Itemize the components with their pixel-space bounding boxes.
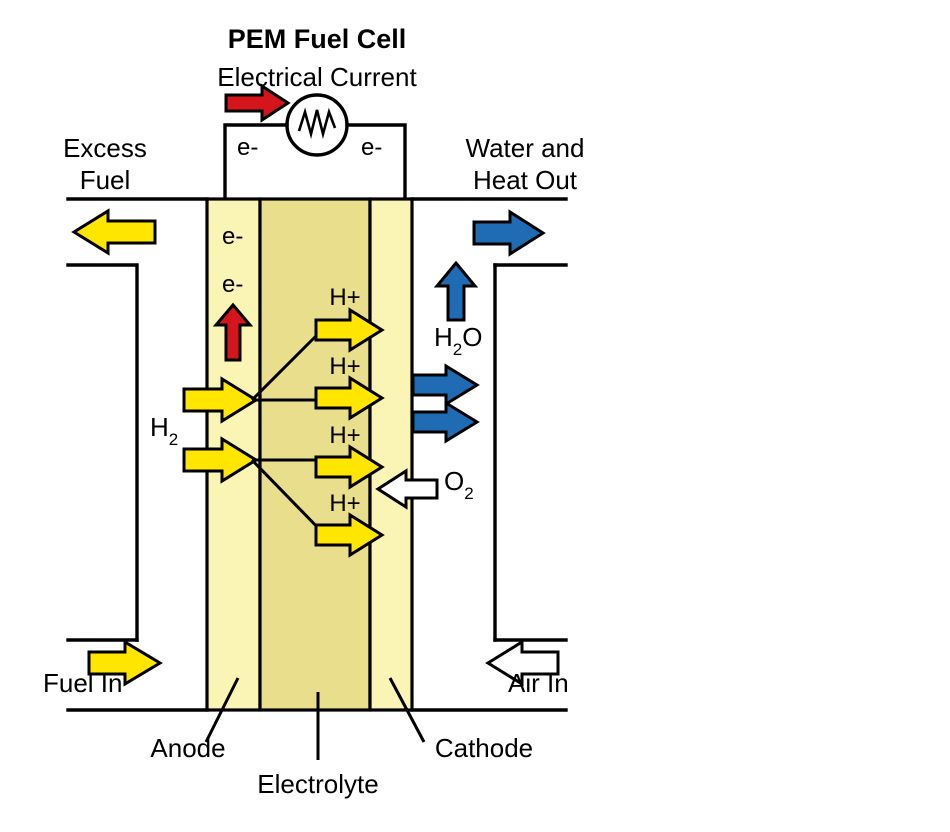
electrical-current-arrow <box>224 83 291 123</box>
anode-leader-line <box>204 677 240 743</box>
external-circuit <box>223 93 407 201</box>
air-channel-lines <box>410 197 568 712</box>
electrolyte-label: Electrolyte <box>257 769 378 799</box>
anode-electron-label-1: e- <box>222 223 243 250</box>
electron-flow-arrow <box>212 302 254 362</box>
proton-label-4: H+ <box>329 490 360 517</box>
water-heat-label-line1: Water and <box>466 133 585 163</box>
electron-label-left: e- <box>237 134 258 161</box>
water-out-arrow-2 <box>411 400 480 444</box>
water-out-arrow-1 <box>411 363 480 407</box>
fuel-channel-lines <box>66 197 209 712</box>
air-in-arrow <box>485 639 560 687</box>
hydrogen-inlet-arrow-1 <box>182 376 259 424</box>
anode-electron-label-2: e- <box>222 271 243 298</box>
electrical-current-label: Electrical Current <box>217 62 417 92</box>
hydrogen-label: H2 <box>150 412 178 449</box>
proton-label-1: H+ <box>329 284 360 311</box>
cathode-label: Cathode <box>435 733 533 763</box>
proton-path-1 <box>250 328 324 402</box>
proton-path-4 <box>250 458 327 537</box>
electron-label-right: e- <box>361 134 382 161</box>
excess-fuel-label-line2: Fuel <box>80 165 131 195</box>
air-in-label: Air In <box>508 668 569 698</box>
circuit-wire-left <box>223 123 289 201</box>
proton-label-3: H+ <box>329 422 360 449</box>
cathode-leader-line <box>388 677 426 743</box>
load-resistor-circle <box>285 93 349 157</box>
water-heat-label-line2: Heat Out <box>473 165 578 195</box>
water-label: H2O <box>434 322 482 359</box>
anode-label: Anode <box>150 733 225 763</box>
page-title: PEM Fuel Cell <box>228 24 407 54</box>
water-heat-out-arrow <box>472 209 546 257</box>
fuel-channel-inner <box>66 263 139 642</box>
excess-fuel-arrow <box>71 208 157 256</box>
hydrogen-inlet-arrow-2 <box>182 436 259 484</box>
fuel-in-label: Fuel In <box>43 668 123 698</box>
resistor-squiggle-icon <box>297 107 337 140</box>
fuel-in-arrow <box>87 639 163 687</box>
proton-arrow-4 <box>314 512 385 558</box>
proton-arrow-2 <box>314 375 385 421</box>
water-up-arrow <box>433 260 479 322</box>
proton-arrow-3 <box>314 444 385 490</box>
cathode-region <box>368 197 414 712</box>
oxygen-label: O2 <box>444 466 474 503</box>
proton-path-lines <box>250 328 327 537</box>
proton-arrow-1 <box>314 307 385 353</box>
excess-fuel-label-line1: Excess <box>63 133 147 163</box>
oxygen-inlet-arrow <box>375 468 439 510</box>
proton-label-2: H+ <box>329 353 360 380</box>
circuit-wire-right <box>345 123 407 201</box>
component-leader-lines <box>204 677 426 760</box>
